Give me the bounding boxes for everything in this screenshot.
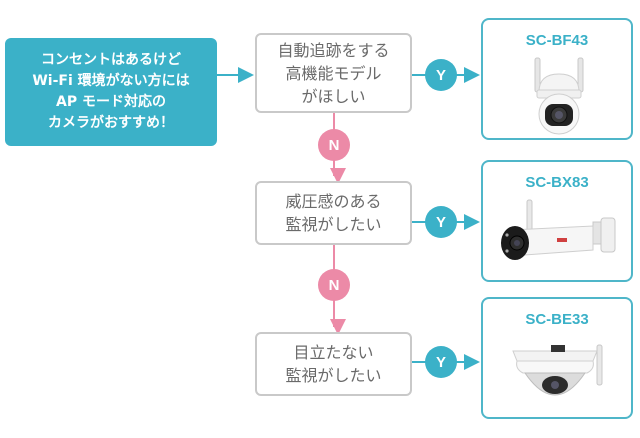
product-card-3: SC-BE33 (481, 297, 633, 419)
product-card-1: SC-BF43 (481, 18, 633, 140)
product-2-name: SC-BX83 (525, 174, 589, 191)
question-3-line-2: 監視がしたい (285, 366, 382, 385)
no-badge-1: N (318, 129, 350, 161)
question-1-line-2: 高機能モデル (285, 63, 382, 83)
start-line-2: Wi-Fi 環境がない方には (32, 73, 190, 89)
yes-badge-2: Y (425, 206, 457, 238)
yes-badge-1: Y (425, 59, 457, 91)
bullet-camera-icon (501, 199, 616, 260)
product-card-2: SC-BX83 (481, 160, 633, 282)
start-line-3: AP モード対応の (56, 94, 166, 110)
question-3-line-1: 目立たない (293, 343, 374, 362)
question-box-1: 自動追跡をする 高機能モデル がほしい (255, 33, 412, 113)
dome-camera-icon (512, 344, 603, 396)
question-2-line-2: 監視がしたい (285, 215, 382, 234)
start-line-4: カメラがおすすめ！ (47, 115, 174, 131)
ptz-dome-camera-icon (534, 57, 584, 135)
no-badge-2: N (318, 269, 350, 301)
yes-badge-3: Y (425, 346, 457, 378)
start-box: コンセントはあるけど Wi-Fi 環境がない方には AP モード対応の カメラが… (5, 38, 217, 146)
question-1-line-1: 自動追跡をする (277, 40, 390, 60)
question-2-line-1: 威圧感のある (285, 192, 382, 211)
product-1-name: SC-BF43 (525, 32, 589, 49)
question-1-line-3: がほしい (301, 86, 366, 106)
start-line-1: コンセントはあるけど (40, 52, 181, 68)
product-3-name: SC-BE33 (525, 311, 589, 328)
question-box-2: 威圧感のある 監視がしたい (255, 181, 412, 245)
question-box-3: 目立たない 監視がしたい (255, 332, 412, 396)
